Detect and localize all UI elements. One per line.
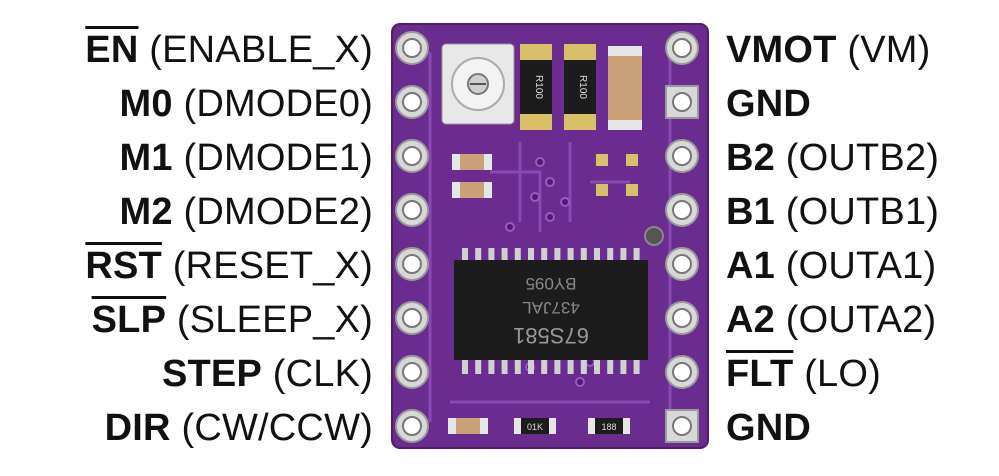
pin-label-m2: M2 (DMODE2) [119, 191, 373, 233]
chip-pin-top [488, 248, 495, 262]
driver-chip: BY095 437JAL 67S581 [454, 260, 648, 360]
right-pin-pad [665, 355, 699, 389]
chip-pin-top [620, 248, 627, 262]
chip-pin-bottom [475, 360, 482, 374]
chip-pin-bottom [514, 360, 521, 374]
chip-pin-bottom [567, 360, 574, 374]
small-capacitors [452, 154, 492, 198]
left-pin-pad [395, 355, 429, 389]
svg-text:188: 188 [601, 422, 616, 432]
driver-board: R100 R100 BY095 437JAL 67S581 [391, 23, 709, 449]
pin-label-dir: DIR (CW/CCW) [104, 407, 373, 449]
right-pin-pads [665, 31, 699, 443]
chip-pin-top [567, 248, 574, 262]
svg-text:01K: 01K [527, 422, 543, 432]
svg-text:R100: R100 [577, 75, 588, 99]
pin-label-m0: M0 (DMODE0) [119, 83, 373, 125]
chip-pin-top [554, 248, 561, 262]
chip-pin-top [633, 248, 640, 262]
pin-label-a2: A2 (OUTA2) [726, 299, 937, 341]
left-pin-pad [395, 31, 429, 65]
chip-pin-top [580, 248, 587, 262]
left-pin-pad [395, 247, 429, 281]
pin-label-slp: SLP (SLEEP_X) [91, 299, 373, 341]
left-pin-pad [395, 193, 429, 227]
capacitor-large [608, 46, 642, 130]
left-pin-pads [395, 31, 429, 443]
right-pin-pad [665, 247, 699, 281]
pin-label-m1: M1 (DMODE1) [119, 137, 373, 179]
chip-pin-top [514, 248, 521, 262]
right-pin-pad [665, 409, 699, 443]
bottom-resistor-1: 01K [514, 418, 556, 434]
pin-label-en: EN (ENABLE_X) [85, 29, 373, 71]
svg-text:67S581: 67S581 [513, 323, 589, 348]
chip-pins [462, 248, 640, 374]
pin-label-gnd-top: GND [726, 83, 812, 125]
right-pin-labels: VMOT (VM) GND B2 (OUTB2) B1 (OUTB1) A1 (… [726, 0, 999, 476]
pin-label-flt: FLT (LO) [726, 353, 881, 395]
left-pin-pad [395, 409, 429, 443]
sense-resistor-2: R100 [564, 44, 596, 130]
pin-label-a1: A1 (OUTA1) [726, 245, 937, 287]
chip-pin-top [475, 248, 482, 262]
sense-resistor-1: R100 [520, 44, 552, 130]
right-pin-pad [665, 301, 699, 335]
pin-label-vmot: VMOT (VM) [726, 29, 931, 71]
chip-pin-bottom [528, 360, 534, 374]
svg-text:R100: R100 [533, 75, 544, 99]
pin-label-step: STEP (CLK) [161, 353, 373, 395]
smd-pads [596, 154, 638, 196]
bottom-resistor-2: 188 [588, 418, 630, 434]
chip-pin-top [541, 248, 548, 262]
right-pin-pad [665, 85, 699, 119]
vias [505, 157, 595, 387]
left-pin-pad [395, 85, 429, 119]
chip-pin-bottom [580, 360, 587, 374]
right-pin-pad [665, 193, 699, 227]
right-pin-pad [665, 31, 699, 65]
mounting-via [644, 226, 664, 246]
chip-pin-bottom [541, 360, 548, 374]
chip-pin-bottom [554, 360, 561, 374]
potentiometer [441, 43, 515, 125]
pin-label-gnd-bottom: GND [726, 407, 812, 449]
left-pin-pad [395, 139, 429, 173]
pin-label-rst: RST (RESET_X) [85, 245, 373, 287]
pin-label-b1: B1 (OUTB1) [726, 191, 940, 233]
svg-text:BY095: BY095 [525, 274, 576, 293]
left-pin-labels: EN (ENABLE_X) M0 (DMODE0) M1 (DMODE1) M2… [0, 0, 373, 476]
chip-pin-top [607, 248, 614, 262]
chip-pin-bottom [462, 360, 468, 374]
chip-pin-bottom [488, 360, 495, 374]
chip-pin-bottom [633, 360, 640, 374]
right-pin-pad [665, 139, 699, 173]
pin-label-b2: B2 (OUTB2) [726, 137, 940, 179]
bottom-capacitor [448, 418, 488, 434]
left-pin-pad [395, 301, 429, 335]
chip-pin-bottom [607, 360, 614, 374]
chip-pin-top [594, 248, 600, 262]
chip-pin-top [462, 248, 468, 262]
chip-pin-bottom [594, 360, 600, 374]
chip-pin-bottom [501, 360, 508, 374]
chip-pin-top [528, 248, 534, 262]
chip-pin-top [501, 248, 508, 262]
chip-pin-bottom [620, 360, 627, 374]
svg-text:437JAL: 437JAL [522, 298, 580, 317]
